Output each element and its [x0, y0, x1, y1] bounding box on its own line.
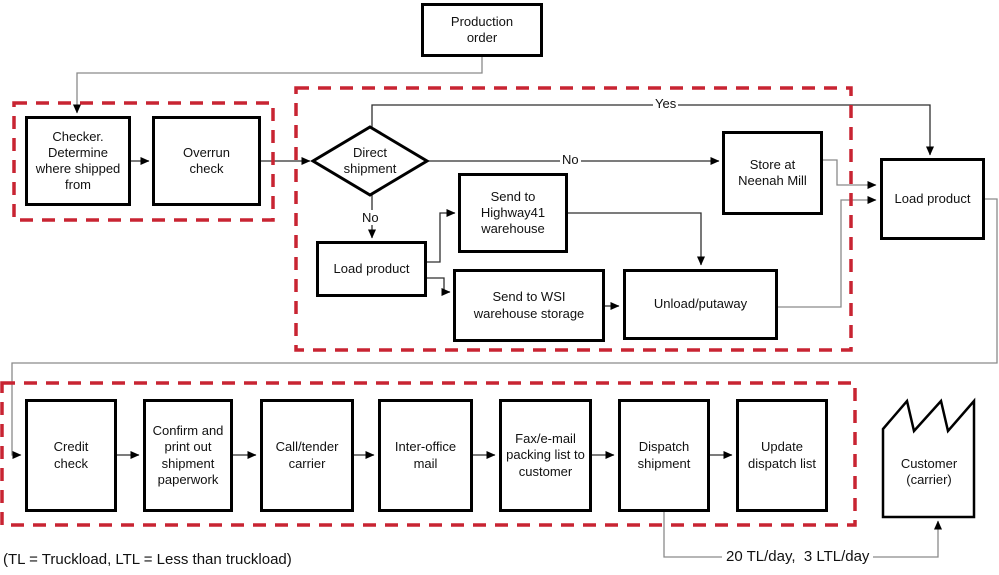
edge-load-right-to-credit: [11, 198, 998, 459]
phase-boundary-dispatch: [0, 381, 857, 527]
node-fax-email-packing-list: Fax/e-mail packing list to customer: [499, 399, 592, 512]
node-label: Credit check: [53, 439, 89, 471]
legend-text: (TL = Truckload, LTL = Less than trucklo…: [3, 551, 292, 568]
node-customer-carrier: Customer (carrier): [884, 442, 974, 502]
node-label: Confirm and print out shipment paperwork: [152, 423, 224, 487]
throughput-annotation: 20 TL/day, 3 LTL/day: [722, 548, 874, 565]
node-label: Dispatch shipment: [637, 439, 691, 471]
node-unload-putaway: Unload/putaway: [623, 269, 778, 340]
node-confirm-paperwork: Confirm and print out shipment paperwork: [143, 399, 233, 512]
node-label: Fax/e-mail packing list to customer: [506, 431, 585, 479]
node-store-at-neenah-mill: Store at Neenah Mill: [722, 131, 823, 215]
node-label: Inter-office mail: [394, 439, 457, 471]
node-call-tender-carrier: Call/tender carrier: [260, 399, 354, 512]
edge-unload-to-load-right: [778, 196, 877, 308]
edge-load-to-highway41: [427, 209, 456, 263]
node-label: Load product: [894, 190, 971, 206]
phase-boundary-checker: [12, 101, 275, 222]
edge-load-to-wsi: [427, 277, 451, 296]
node-production-order: Production order: [421, 3, 543, 57]
node-label: Production order: [450, 13, 514, 45]
edge-label-yes: Yes: [653, 96, 679, 111]
node-label: Unload/putaway: [653, 296, 748, 312]
node-load-product-right: Load product: [880, 158, 985, 240]
edge-label-no-load: No: [360, 210, 381, 225]
factory-icon: [881, 397, 976, 519]
node-label: Load product: [333, 260, 410, 276]
node-label: Update dispatch list: [748, 439, 816, 471]
edge-production-to-checker: [73, 57, 483, 114]
node-label: Overrun check: [183, 144, 230, 176]
edge-yes-to-load-right: [371, 104, 934, 156]
node-label: Send to Highway41 warehouse: [480, 188, 546, 237]
node-label: Call/tender carrier: [275, 439, 339, 471]
node-label: Store at Neenah Mill: [738, 156, 807, 188]
node-checker: Checker. Determine where shipped from: [25, 116, 131, 206]
phase-boundary-warehouse: [294, 86, 853, 352]
node-label: Checker. Determine where shipped from: [35, 128, 121, 193]
node-credit-check: Credit check: [25, 399, 117, 512]
phase-boundaries: [0, 86, 857, 527]
decision-label-direct-shipment: Direct shipment: [325, 144, 415, 176]
decision-diamond-direct-shipment: [310, 125, 430, 197]
node-label: Customer (carrier): [900, 455, 958, 487]
edge-store-to-load-right: [823, 159, 877, 189]
node-overrun-check: Overrun check: [152, 116, 261, 206]
node-update-dispatch-list: Update dispatch list: [736, 399, 828, 512]
node-inter-office-mail: Inter-office mail: [378, 399, 473, 512]
node-label: Direct shipment: [343, 144, 397, 176]
node-label: Send to WSI warehouse storage: [473, 289, 585, 321]
node-send-wsi-warehouse: Send to WSI warehouse storage: [453, 269, 605, 342]
node-load-product-mid: Load product: [316, 241, 427, 297]
node-dispatch-shipment: Dispatch shipment: [618, 399, 710, 512]
node-send-highway41-warehouse: Send to Highway41 warehouse: [458, 173, 568, 253]
edge-highway41-to-unload: [568, 212, 705, 266]
edge-label-no-store: No: [560, 152, 581, 167]
